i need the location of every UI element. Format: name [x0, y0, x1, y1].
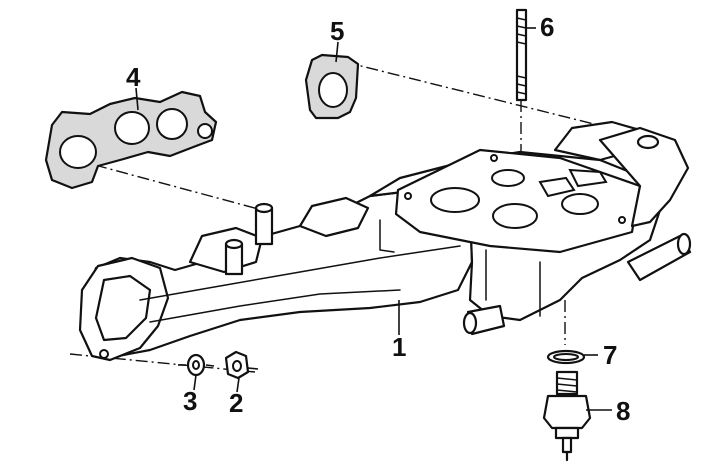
washer — [178, 353, 215, 377]
callout-6: 6 — [540, 12, 554, 42]
centerline-gasket-4 — [94, 164, 263, 211]
callout-8: 8 — [616, 396, 630, 426]
callout-3: 3 — [183, 386, 197, 416]
callout-5: 5 — [330, 16, 344, 46]
callout-labels: 1 2 3 4 5 6 7 8 — [126, 12, 630, 426]
nut — [224, 350, 259, 380]
leader-3 — [193, 374, 197, 391]
callout-7: 7 — [603, 340, 617, 370]
temperature-sender — [542, 370, 592, 462]
leader-5 — [335, 41, 339, 63]
centerline-gasket-5 — [344, 61, 611, 129]
gasket-large — [44, 90, 218, 190]
stud — [515, 8, 528, 102]
callout-4: 4 — [126, 62, 141, 92]
callout-1: 1 — [392, 332, 406, 362]
sealing-ring — [546, 349, 586, 365]
leader-4 — [135, 87, 139, 111]
leader-lines — [135, 27, 612, 411]
gasket-small — [304, 53, 360, 120]
manifold-body — [78, 120, 692, 362]
leader-2 — [236, 377, 240, 393]
callout-2: 2 — [229, 388, 243, 418]
